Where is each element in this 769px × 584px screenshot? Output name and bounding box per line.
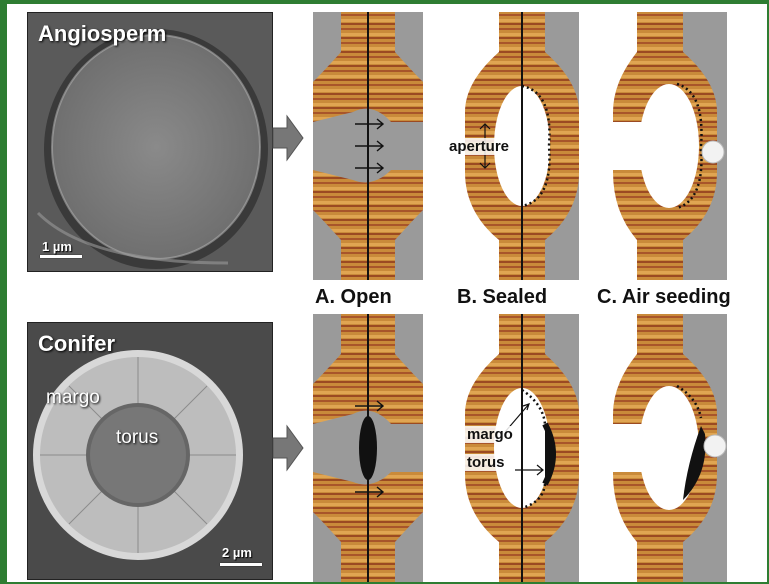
conifer-micrograph: Conifer margo torus 2 µm bbox=[27, 322, 273, 580]
panel-c-air-seeding-conifer bbox=[613, 314, 727, 582]
arrow-right-icon bbox=[271, 424, 305, 472]
conifer-scale-bar bbox=[220, 563, 262, 566]
caption-c-air-seeding: C. Air seeding bbox=[597, 286, 731, 309]
aperture-label: aperture bbox=[447, 138, 511, 155]
panel-a-open-angiosperm bbox=[313, 12, 423, 280]
torus-pointer-label: torus bbox=[465, 454, 507, 471]
angiosperm-scale-bar bbox=[40, 255, 82, 258]
angiosperm-scale-label: 1 µm bbox=[42, 239, 72, 254]
conifer-scale-label: 2 µm bbox=[222, 545, 252, 560]
margo-pointer-label: margo bbox=[465, 426, 515, 443]
panel-c-air-seeding-angiosperm bbox=[613, 12, 727, 280]
caption-a-open: A. Open bbox=[315, 286, 392, 309]
panel-a-open-conifer bbox=[313, 314, 423, 582]
conifer-label: Conifer bbox=[38, 331, 115, 357]
panel-b-sealed-conifer bbox=[465, 314, 579, 582]
angiosperm-micrograph: Angiosperm 1 µm bbox=[27, 12, 273, 272]
angiosperm-label: Angiosperm bbox=[38, 21, 166, 47]
angiosperm-pit-image bbox=[28, 13, 272, 271]
conifer-margo-label: margo bbox=[46, 387, 100, 409]
caption-b-sealed: B. Sealed bbox=[457, 286, 547, 309]
conifer-torus-label: torus bbox=[116, 427, 158, 449]
arrow-right-icon bbox=[271, 114, 305, 162]
figure-card: Angiosperm 1 µm Conifer margo torus 2 µm bbox=[7, 4, 767, 582]
conifer-pit-image bbox=[28, 323, 272, 579]
